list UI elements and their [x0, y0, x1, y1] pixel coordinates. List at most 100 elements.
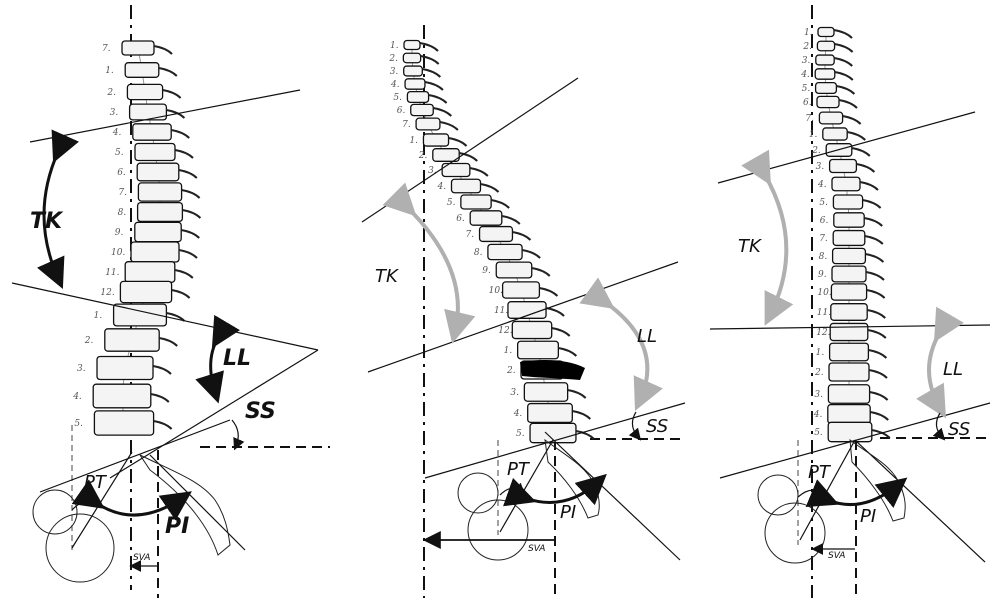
spine-column: 1.2.3.4.5.6.7.1.2.3.4.5.6.7.8.9.10.11.12… [800, 28, 890, 442]
spinous-process [867, 310, 885, 318]
vertebra [135, 144, 175, 161]
vertebra [518, 341, 559, 359]
femoral-head-left [758, 475, 798, 515]
vertebra [831, 284, 866, 300]
vertebra-number: 10. [489, 286, 503, 296]
ss-label: SS [245, 399, 276, 424]
spinous-process [532, 268, 550, 276]
vertebra-number: 4. [513, 409, 523, 419]
vertebra [819, 112, 842, 124]
spinous-process [860, 182, 878, 190]
vertebra [815, 69, 835, 79]
spinous-process [572, 411, 590, 419]
spinous-process [843, 116, 861, 124]
spinous-process [182, 190, 200, 198]
spinous-process [171, 130, 189, 138]
vertebra-number: 3. [814, 390, 823, 400]
spinous-process [491, 200, 509, 208]
vertebra-number: 5. [115, 148, 124, 158]
spinous-process [153, 366, 171, 374]
vertebra-number: 4. [437, 182, 447, 192]
vertebra [404, 66, 423, 76]
pt-arrow [500, 488, 522, 495]
pi-label: PI [165, 514, 189, 539]
pt-arrow [72, 501, 100, 510]
spinous-process [459, 153, 477, 161]
spinous-process [420, 43, 438, 51]
spine-column: 1.2.3.4.5.6.7.1.2.3.4.5.6.7.8.9.10.11.12… [388, 41, 594, 443]
vertebra-number: 1. [94, 311, 103, 321]
pt-label: PT [84, 472, 108, 493]
vertebra-number: 8. [118, 208, 127, 218]
spinous-process [502, 216, 520, 224]
panel-2: 1.2.3.4.5.6.7.1.2.3.4.5.6.7.8.9.10.11.12… [362, 25, 685, 598]
spinous-process [856, 164, 874, 172]
vertebra-number: 3. [802, 56, 811, 66]
ss-label: SS [646, 416, 668, 437]
sva-label: SVA [828, 551, 845, 561]
vertebra-number: 8. [474, 248, 483, 258]
vertebra [120, 281, 171, 302]
spine-column: 7.1.2.3.4.5.6.7.8.9.10.11.12.1.2.3.4.5. [72, 41, 200, 435]
spinous-process [868, 350, 886, 358]
vertebra [405, 79, 425, 89]
pi-arrow [95, 498, 182, 515]
vertebra [828, 385, 869, 403]
ll-label: LL [223, 346, 251, 371]
spinous-process [179, 250, 197, 258]
vertebra-number: 6. [397, 106, 406, 116]
vertebra [423, 134, 448, 146]
spinous-process [172, 290, 190, 298]
spinous-process [834, 30, 852, 38]
vertebra [816, 55, 834, 65]
ll-arrow [605, 302, 647, 400]
pi-label: PI [860, 506, 876, 527]
vertebra-number: 1. [816, 348, 825, 358]
vertebra [488, 244, 522, 259]
vertebra-number: 1. [809, 130, 818, 140]
pt-arrow [798, 490, 822, 497]
vertebra [416, 118, 440, 130]
vertebra [834, 213, 864, 227]
vertebra-number: 12. [100, 288, 114, 298]
vertebra-number: 4. [72, 392, 82, 402]
vertebra [135, 222, 181, 241]
vertebra-number: 2. [84, 336, 94, 346]
tk-arrow [765, 175, 786, 315]
vertebra [407, 92, 428, 103]
tk-label: TK [738, 236, 762, 257]
spinous-process [834, 58, 852, 66]
vertebra-number: 1. [504, 346, 513, 356]
vertebra [817, 41, 834, 50]
vertebra [833, 231, 865, 246]
vertebra [127, 84, 162, 99]
sva-label: SVA [528, 544, 545, 554]
vertebra [496, 262, 532, 278]
vertebra [452, 179, 481, 193]
vertebra [105, 329, 159, 351]
vertebra-number: 6. [117, 168, 126, 178]
vertebra [817, 96, 839, 107]
spinous-process [835, 72, 853, 80]
vertebra-number: 7. [819, 234, 828, 244]
vertebra [830, 159, 857, 172]
femoral-head-right [46, 514, 114, 582]
vertebra-number: 3. [816, 162, 825, 172]
spinous-process [522, 250, 540, 258]
vertebra [461, 195, 491, 209]
ll-label: LL [943, 359, 963, 380]
spinous-process [433, 108, 451, 116]
tk-label: TK [375, 266, 399, 287]
pt-label: PT [808, 462, 832, 483]
spinous-process [470, 168, 488, 176]
vertebra-number: 12. [498, 326, 512, 336]
ss-arrow [232, 420, 238, 446]
vertebra [832, 266, 866, 282]
vertebra [830, 323, 868, 340]
vertebra-number: 9. [482, 266, 491, 276]
vertebra-number: 1. [409, 136, 418, 146]
vertebra-number: 8. [819, 252, 828, 262]
vertebra-number: 5. [393, 93, 402, 103]
vertebra-number: 2. [814, 368, 824, 378]
vertebra-number: 11. [817, 308, 831, 318]
